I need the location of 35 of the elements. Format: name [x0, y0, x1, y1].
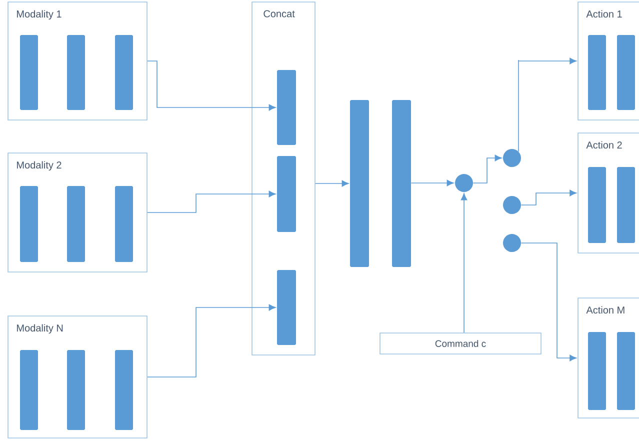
unit-circle: [503, 234, 521, 252]
arrow: [410, 180, 454, 186]
layer-bar: [67, 350, 85, 430]
arrow: [147, 190, 276, 213]
unit-circle: [503, 149, 521, 167]
layer-bar: [277, 270, 296, 345]
layer-bar: [617, 35, 635, 110]
arrow: [460, 193, 468, 333]
layer-bar: [617, 167, 635, 243]
layer-bar: [617, 332, 635, 410]
unit-circle: [455, 174, 473, 192]
layer-bar: [588, 332, 606, 410]
layer-bar: [115, 186, 133, 262]
layer-bar: [67, 35, 85, 110]
layer-bar: [277, 156, 296, 232]
layer-bar: [277, 70, 296, 145]
layer-bar: [588, 35, 606, 110]
layer-bar: [392, 100, 411, 267]
command-box: Command c: [380, 332, 542, 354]
layer-bar: [20, 186, 38, 262]
arrow: [518, 58, 577, 152]
arrow: [147, 304, 276, 378]
layer-bar: [588, 167, 606, 243]
arrow: [520, 190, 577, 206]
arrow: [472, 154, 502, 184]
arrow: [147, 60, 276, 111]
layer-bar: [350, 100, 369, 267]
arrow: [315, 180, 349, 187]
layer-bar: [115, 35, 133, 110]
layer-bar: [67, 186, 85, 262]
layer-bar: [115, 350, 133, 430]
layer-bar: [20, 350, 38, 430]
arrow: [520, 242, 577, 362]
layer-bar: [20, 35, 38, 110]
unit-circle: [503, 196, 521, 214]
